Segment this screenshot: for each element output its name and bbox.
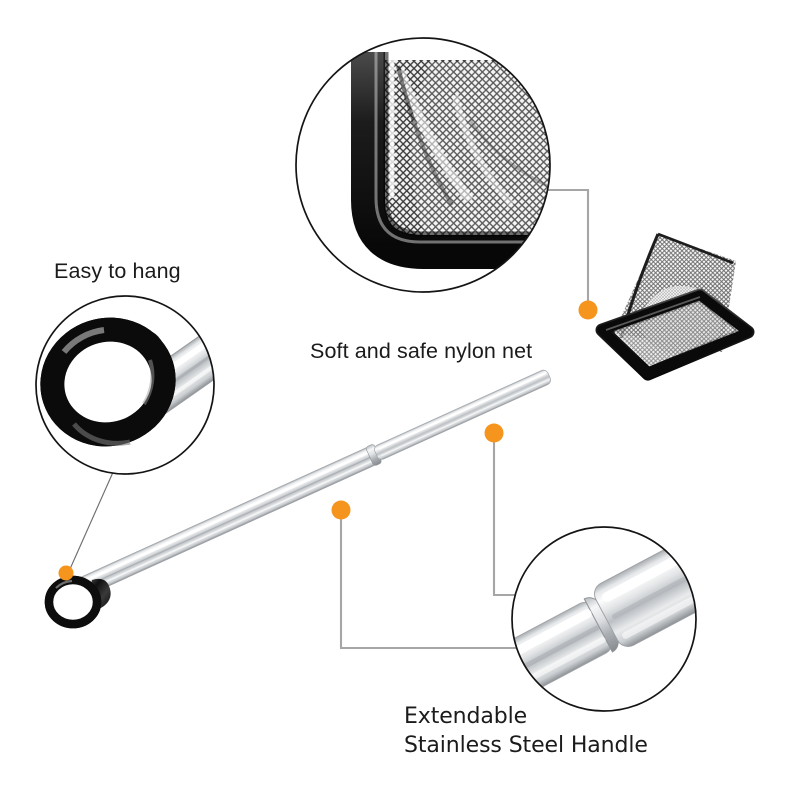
leader-easy-to-hang <box>69 469 115 570</box>
leader-nylon-net <box>548 188 590 304</box>
callout-label-steel-handle: Extendable Stainless Steel Handle <box>404 702 648 761</box>
callout-label-nylon-net: Soft and safe nylon net <box>310 339 533 363</box>
leader-handle-upper <box>492 440 520 597</box>
leader-lines <box>339 188 590 650</box>
callout-dots <box>58 300 598 581</box>
product-net-head <box>595 232 755 381</box>
dot-handle-lower <box>331 500 351 520</box>
leader-handle-lower <box>339 517 516 650</box>
product-handle <box>72 369 552 598</box>
callout-label-steel-handle-line2: Stainless Steel Handle <box>404 733 648 759</box>
callout-label-steel-handle-line1: Extendable <box>404 704 528 729</box>
detail-circle-nylon-net <box>295 37 551 293</box>
detail-circle-hanging-ring <box>35 295 215 475</box>
detail-circle-steel-handle <box>511 526 697 712</box>
dot-nylon-net <box>578 300 598 320</box>
product-hanging-ring <box>44 575 111 629</box>
dot-handle-upper <box>484 423 504 443</box>
dot-easy-to-hang <box>58 565 74 581</box>
callout-label-easy-to-hang: Easy to hang <box>54 259 181 283</box>
